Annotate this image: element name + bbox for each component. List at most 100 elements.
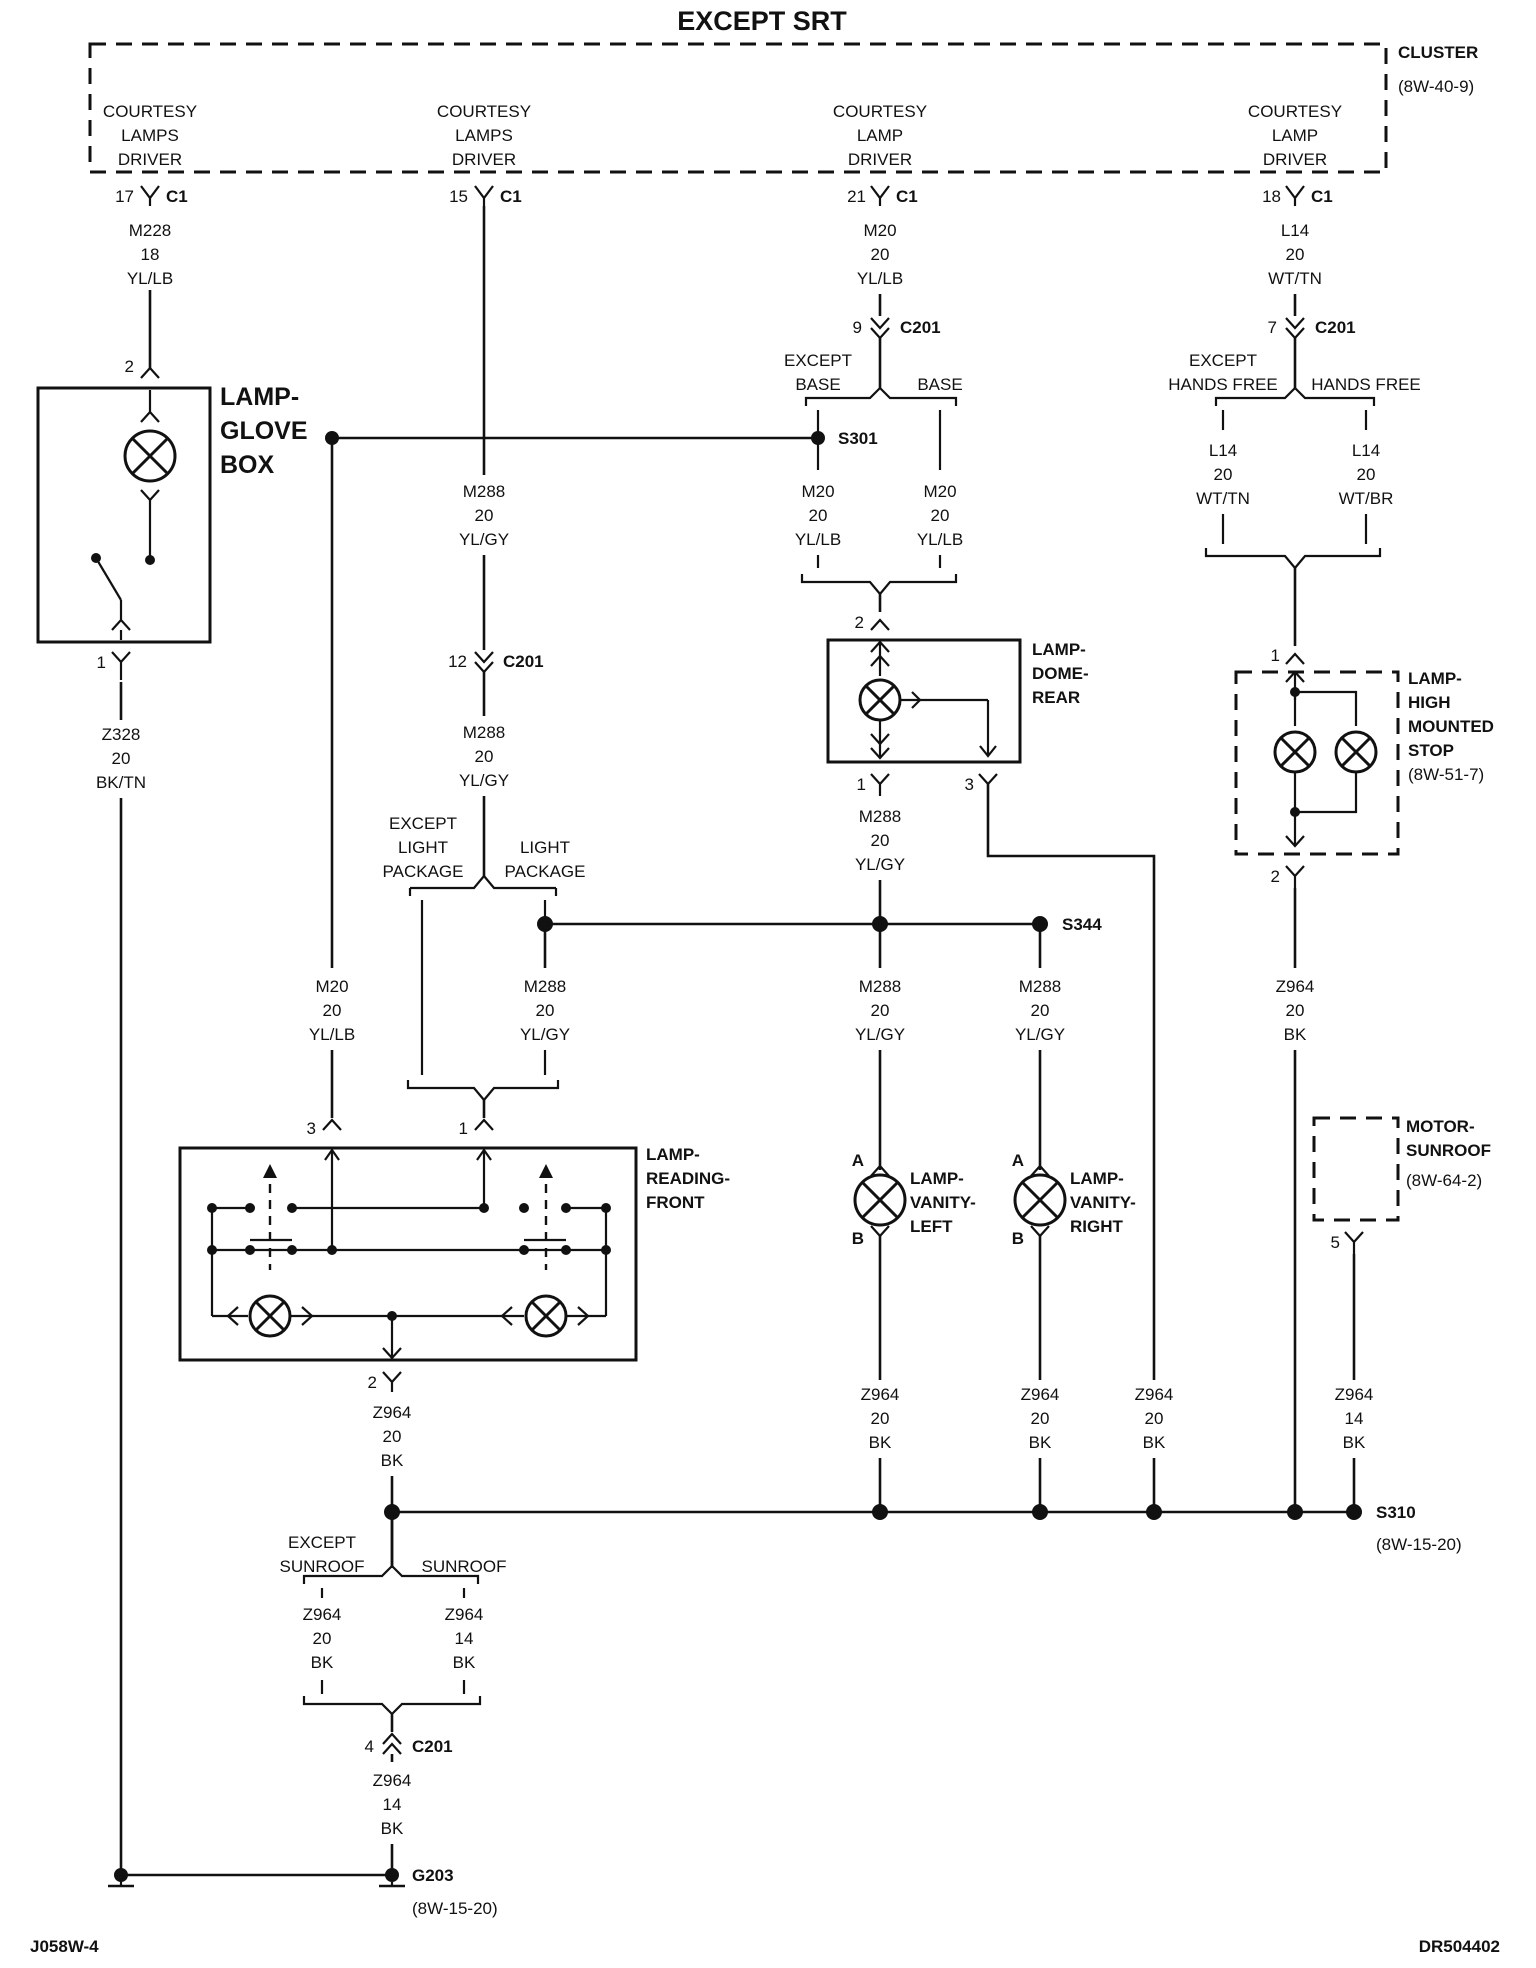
- c201-12-pin: 12: [448, 652, 467, 671]
- wire-m288-vr-gauge: 20: [1031, 1001, 1050, 1020]
- c201-12-icon: [474, 651, 494, 674]
- wire-z964-sun-circuit: Z964: [445, 1605, 484, 1624]
- reading-name2: READING-: [646, 1169, 730, 1188]
- driver-3-line2: LAMP: [857, 126, 903, 145]
- stop-name3: MOUNTED: [1408, 717, 1494, 736]
- wire-z964-exs-gauge: 20: [313, 1629, 332, 1648]
- wire-z964-sunroof: Z964 14 BK: [445, 1588, 484, 1694]
- reading-pin2: 2: [368, 1373, 377, 1392]
- branch-base-left-1: EXCEPT: [784, 351, 852, 370]
- splice-dot-dome-gnd: [1146, 1504, 1162, 1520]
- motor-name2: SUNROOF: [1406, 1141, 1491, 1160]
- driver-1: COURTESY LAMPS DRIVER: [103, 102, 197, 169]
- wire-l14-r-circuit: L14: [1352, 441, 1380, 460]
- branch-sunroof-brace: [302, 1564, 480, 1584]
- branch-hands-left-2: HANDS FREE: [1168, 375, 1278, 394]
- merge-reading-brace: [406, 1080, 560, 1102]
- branch-hands-brace: [1214, 386, 1376, 406]
- wire-z964-except-sunroof: Z964 20 BK: [303, 1588, 341, 1694]
- conn-c1-2: C1: [500, 187, 522, 206]
- reading-pin1: 1: [459, 1119, 468, 1138]
- footer-left-code: J058W-4: [30, 1937, 99, 1956]
- wire-z964-exs-color: BK: [311, 1653, 334, 1672]
- reading-pin1-arrow: [474, 1118, 494, 1131]
- wire-m20-br-gauge: 20: [931, 506, 950, 525]
- glovebox-switch-icon: [95, 557, 122, 601]
- driver-1-line3: DRIVER: [118, 150, 182, 169]
- conn-c1-1: C1: [166, 187, 188, 206]
- merge-sunroof-brace: [302, 1696, 482, 1716]
- dome-bulb-icon: [858, 678, 902, 722]
- wire-m228-circuit: M228: [129, 221, 172, 240]
- dome-name1: LAMP-: [1032, 640, 1086, 659]
- wire-m288-vr-color: YL/GY: [1015, 1025, 1065, 1044]
- wire-z964-read-color: BK: [381, 1451, 404, 1470]
- stop-pin2: 2: [1271, 867, 1280, 886]
- reading-name3: FRONT: [646, 1193, 705, 1212]
- c201-12-label: C201: [503, 652, 544, 671]
- dome-pin2-arrow: [870, 618, 890, 631]
- wire-z964-vr-gauge: 20: [1031, 1409, 1050, 1428]
- wire-l14-top-color: WT/TN: [1268, 269, 1322, 288]
- wire-dome-ground: [986, 784, 1156, 1380]
- glovebox-name3: BOX: [220, 451, 275, 479]
- wire-m288-vl-color: YL/GY: [855, 1025, 905, 1044]
- wire-m20-top: M20 20 YL/LB: [857, 221, 903, 316]
- wire-z964-vl-gauge: 20: [871, 1409, 890, 1428]
- wire-z964-vr-circuit: Z964: [1021, 1385, 1060, 1404]
- wire-z964-read-circuit: Z964: [373, 1403, 412, 1422]
- c201-9-pin: 9: [853, 318, 862, 337]
- wire-l14-l-color: WT/TN: [1196, 489, 1250, 508]
- stop-right-bulb-icon: [1334, 730, 1378, 774]
- glovebox-pin2: 2: [125, 357, 134, 376]
- pin-18: 18: [1262, 187, 1281, 206]
- c201-7-icon: [1285, 317, 1305, 340]
- lamp-vanity-right: [1013, 1164, 1067, 1238]
- driver-2-line1: COURTESY: [437, 102, 531, 121]
- lamp-reading-front: [178, 1146, 638, 1362]
- branch-light-left-1: EXCEPT: [389, 814, 457, 833]
- wire-m228: M228 18 YL/LB: [127, 221, 173, 368]
- wire-z964-dome: Z964 20 BK: [1135, 1385, 1174, 1512]
- vanity-right-pin-a: A: [1012, 1151, 1024, 1170]
- pin-15: 15: [449, 187, 468, 206]
- stop-pin1: 1: [1271, 646, 1280, 665]
- splice-s301-label: S301: [838, 429, 878, 448]
- wire-m20-bl-gauge: 20: [809, 506, 828, 525]
- glovebox-name1: LAMP-: [220, 383, 299, 411]
- splice-s310-ref: (8W-15-20): [1376, 1535, 1462, 1554]
- lamp-high-mounted-stop: [1234, 670, 1400, 856]
- wire-m288-top: M288 20 YL/GY: [459, 206, 509, 650]
- wire-m288-vr-circuit: M288: [1019, 977, 1062, 996]
- wire-z964-vl: Z964 20 BK: [861, 1236, 900, 1512]
- wire-z328: Z328 20 BK/TN: [96, 682, 146, 1875]
- splice-s344-label: S344: [1062, 915, 1102, 934]
- wire-l14-r-gauge: 20: [1357, 465, 1376, 484]
- wire-z964-vl-circuit: Z964: [861, 1385, 900, 1404]
- footer-right-code: DR504402: [1419, 1937, 1500, 1956]
- wire-z964-dome-circuit: Z964: [1135, 1385, 1174, 1404]
- branch-light-left-3: PACKAGE: [383, 862, 464, 881]
- wire-m20-br-circuit: M20: [923, 482, 956, 501]
- conn-c1-3: C1: [896, 187, 918, 206]
- driver-3-line1: COURTESY: [833, 102, 927, 121]
- dome-pin1: 1: [857, 775, 866, 794]
- reading-pin3-arrow: [322, 1118, 342, 1131]
- wire-m288-top-color: YL/GY: [459, 530, 509, 549]
- motor-pin5: 5: [1331, 1233, 1340, 1252]
- wire-m288-mid-circuit: M288: [463, 723, 506, 742]
- dome-pin2: 2: [855, 613, 864, 632]
- branch-base-right: BASE: [917, 375, 962, 394]
- wire-m288-top-circuit: M288: [463, 482, 506, 501]
- wire-m20-br-color: YL/LB: [917, 530, 963, 549]
- splice-dot-s310: [1346, 1504, 1362, 1520]
- wire-z328-color: BK/TN: [96, 773, 146, 792]
- wire-z964-sun-gauge: 14: [455, 1629, 474, 1648]
- wire-m20-base-left: M20 20 YL/LB: [795, 410, 841, 568]
- lamp-glove-box: [36, 386, 212, 644]
- branch-hands-right: HANDS FREE: [1311, 375, 1421, 394]
- reading-left-bulb-icon: [248, 1294, 292, 1338]
- wire-m288-read-color: YL/GY: [520, 1025, 570, 1044]
- dome-pin1-fork: [870, 773, 890, 796]
- wire-m228-gauge: 18: [141, 245, 160, 264]
